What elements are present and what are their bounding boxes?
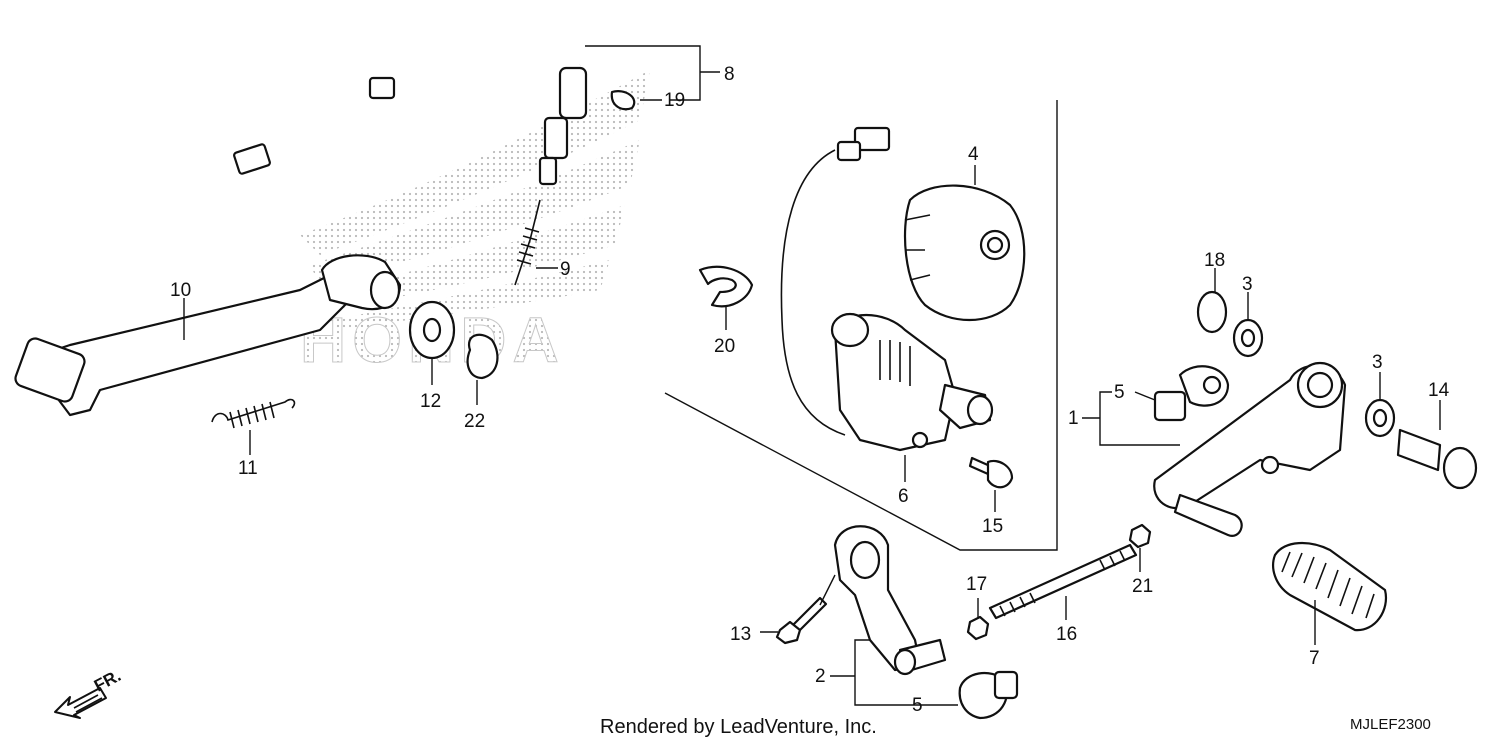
callouts: 8 19 9 10 11 12 22 20 4 6 15 18 3 3 14 5… [170, 64, 1450, 716]
part-3-seal-upper [1232, 318, 1264, 358]
part-6-switch-assembly [780, 126, 994, 452]
part-3-seal-right [1364, 398, 1396, 438]
callout-9: 9 [560, 259, 571, 280]
callout-22: 22 [464, 411, 485, 432]
part-15-bolt [968, 456, 1014, 489]
part-5-rod-end-upper [1153, 365, 1230, 422]
part-1-shift-pedal [1153, 361, 1347, 537]
part-22-circlip [466, 333, 499, 380]
part-20-clamp [698, 265, 754, 308]
part-8-wire-harness [233, 26, 588, 186]
callout-5-lower: 5 [912, 695, 923, 716]
callout-20: 20 [714, 336, 735, 357]
part-10-brake-pedal [14, 254, 402, 417]
callout-16: 16 [1056, 624, 1077, 645]
part-7-peg-rubber [1272, 541, 1388, 632]
callout-2: 2 [815, 666, 826, 687]
callout-4: 4 [968, 144, 979, 165]
part-21-nut [1128, 523, 1152, 549]
part-17-nut [966, 615, 990, 641]
part-2-shift-arm [833, 525, 947, 676]
part-5-rod-end-lower [958, 670, 1019, 720]
leader-lines [183, 45, 1441, 706]
callout-21: 21 [1132, 576, 1153, 597]
callout-18: 18 [1204, 250, 1225, 271]
render-credit: Rendered by LeadVenture, Inc. [600, 716, 877, 738]
callout-17: 17 [966, 574, 987, 595]
callout-15: 15 [982, 516, 1003, 537]
callout-8: 8 [724, 64, 735, 85]
callout-3-upper: 3 [1242, 274, 1253, 295]
callout-7: 7 [1309, 648, 1320, 669]
part-9-spring [514, 199, 541, 286]
diagram-code: MJLEF2300 [1350, 716, 1431, 733]
callout-3-right: 3 [1372, 352, 1383, 373]
callout-14: 14 [1428, 380, 1450, 401]
callout-5-upper: 5 [1114, 382, 1125, 403]
part-13-bolt [775, 596, 828, 645]
part-4-cover [903, 184, 1026, 321]
callout-13: 13 [730, 624, 751, 645]
callout-6: 6 [898, 486, 909, 507]
part-11-return-spring [211, 398, 296, 429]
part-14-pivot-bolt [1396, 428, 1478, 490]
part-12-washer [408, 300, 456, 360]
part-19-clip [610, 90, 636, 111]
subassembly-outline [664, 100, 1058, 551]
callout-10: 10 [170, 280, 191, 301]
part-16-tie-rod [988, 543, 1138, 620]
part-18-washer [1196, 290, 1228, 334]
callout-19: 19 [664, 90, 685, 111]
front-direction-indicator: FR. [54, 666, 124, 719]
callout-11: 11 [238, 458, 258, 479]
callout-12: 12 [420, 391, 441, 412]
callout-1: 1 [1068, 408, 1079, 429]
